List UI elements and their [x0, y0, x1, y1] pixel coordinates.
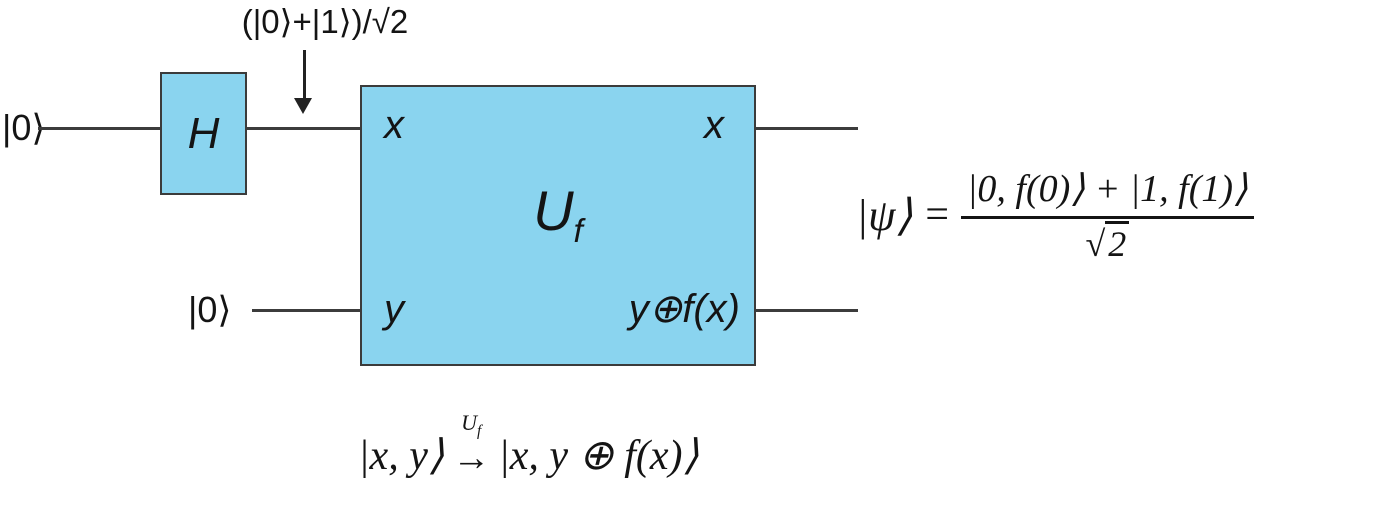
annotation-arrow-line	[303, 50, 306, 100]
oracle-port-x-out: x	[704, 103, 724, 147]
oracle-port-x-in: x	[384, 103, 404, 147]
psi-fraction: |0, f(0)⟩ + |1, f(1)⟩ √2	[960, 165, 1254, 266]
output-state-formula: |ψ⟩ = |0, f(0)⟩ + |1, f(1)⟩ √2	[856, 148, 1254, 282]
psi-numerator: |0, f(0)⟩ + |1, f(1)⟩	[966, 167, 1248, 210]
wire-bottom-input	[252, 309, 360, 312]
uf-arrow-label-main: U	[461, 410, 478, 435]
oracle-uf-box: x x y y⊕f(x) Uf	[360, 85, 756, 366]
psi-denominator: √2	[1085, 220, 1130, 266]
wire-top-input	[38, 127, 160, 130]
fraction-bar	[960, 215, 1254, 219]
radicand: 2	[1105, 220, 1130, 264]
hadamard-gate: H	[160, 72, 247, 195]
oracle-action-lhs: |x, y⟩	[358, 433, 445, 480]
maps-to-arrow-icon: →	[452, 437, 491, 480]
uf-arrow-label: Uf	[461, 412, 481, 442]
annotation-arrow-head-icon	[294, 98, 312, 114]
oracle-action-formula: |x, y⟩ Uf → |x, y ⊕ f(x)⟩	[358, 412, 699, 482]
psi-ket: |ψ⟩	[856, 190, 913, 240]
equals-sign: =	[922, 192, 951, 238]
wire-h-to-oracle	[247, 127, 360, 130]
oracle-name-main: U	[533, 179, 574, 242]
bottom-input-ket: |0⟩	[188, 289, 232, 330]
hadamard-label: H	[187, 108, 220, 158]
radical-sign: √	[1085, 223, 1106, 264]
uf-arrow: Uf →	[452, 412, 490, 482]
oracle-name: Uf	[362, 179, 754, 264]
oracle-name-sub: f	[573, 213, 583, 251]
wire-top-output	[756, 127, 858, 130]
oracle-port-y-in: y	[384, 287, 404, 331]
wire-bottom-output	[756, 309, 858, 312]
oracle-action-rhs: |x, y ⊕ f(x)⟩	[498, 433, 699, 480]
uf-arrow-label-sub: f	[477, 422, 482, 440]
superposition-label: (|0⟩+|1⟩)/√2	[241, 3, 409, 40]
oracle-port-y-out: y⊕f(x)	[628, 287, 740, 331]
